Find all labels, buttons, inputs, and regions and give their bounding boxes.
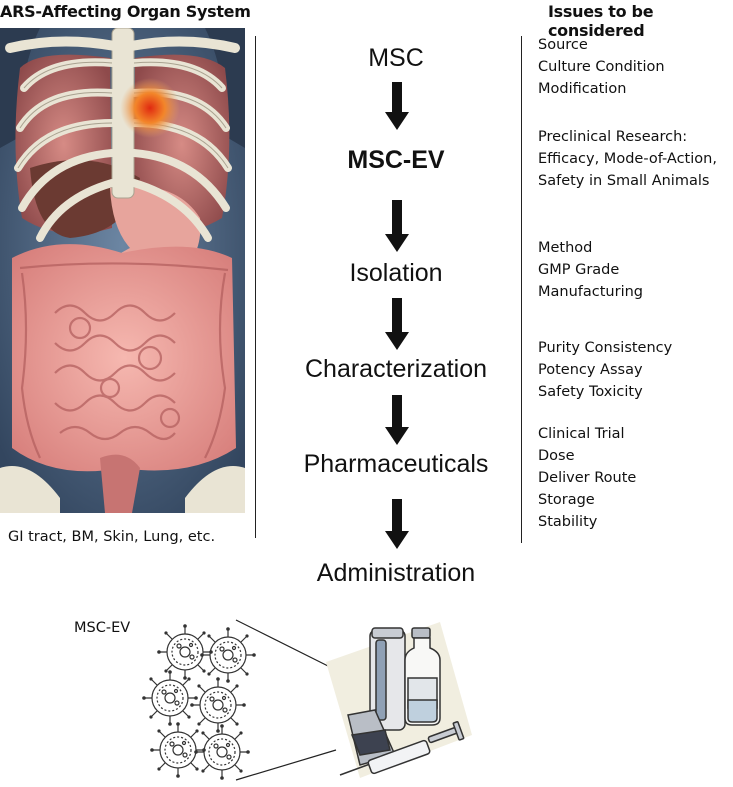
step-pharmaceuticals: Pharmaceuticals xyxy=(303,450,489,478)
flow-arrow xyxy=(385,298,409,350)
step-msc: MSC xyxy=(368,44,424,72)
issue-item: Deliver Route xyxy=(538,470,637,486)
issue-group-characterization: Purity Consistency Potency Assay Safety … xyxy=(538,337,672,403)
flow-arrow xyxy=(385,82,409,130)
organ-caption: GI tract, BM, Skin, Lung, etc. xyxy=(8,529,216,545)
step-administration: Administration xyxy=(316,559,476,587)
issue-item: Safety Toxicity xyxy=(538,384,643,400)
issue-group-isolation: Method GMP Grade Manufacturing xyxy=(538,237,643,303)
step-msc-ev: MSC-EV xyxy=(347,146,445,174)
issue-item: Efficacy, Mode-of-Action, xyxy=(538,151,717,167)
issue-item: Modification xyxy=(538,81,627,97)
issue-item: Stability xyxy=(538,514,598,530)
step-characterization: Characterization xyxy=(304,355,488,383)
issue-item: Clinical Trial xyxy=(538,426,625,442)
left-divider xyxy=(255,36,256,538)
step-isolation: Isolation xyxy=(349,259,443,287)
issue-item: Storage xyxy=(538,492,595,508)
issue-item: Method xyxy=(538,240,593,256)
flow-arrow xyxy=(385,200,409,252)
issue-item: Safety in Small Animals xyxy=(538,173,710,189)
issue-item: Manufacturing xyxy=(538,284,643,300)
issue-item: Dose xyxy=(538,448,575,464)
issue-item: Preclinical Research: xyxy=(538,129,688,145)
issue-item: GMP Grade xyxy=(538,262,620,278)
delivery-illustration xyxy=(141,619,472,781)
issue-item: Purity Consistency xyxy=(538,340,673,356)
organ-system-illustration xyxy=(0,28,245,513)
issue-item: Culture Condition xyxy=(538,59,665,75)
right-divider xyxy=(521,36,522,543)
issue-item: Source xyxy=(538,37,588,53)
issue-group-msc-ev: Preclinical Research: Efficacy, Mode-of-… xyxy=(538,126,717,192)
ev-label: MSC-EV xyxy=(74,620,131,636)
issue-group-pharmaceuticals: Clinical Trial Dose Deliver Route Storag… xyxy=(538,423,636,533)
issue-group-msc: Source Culture Condition Modification xyxy=(538,34,665,100)
flow-arrow xyxy=(385,499,409,549)
issue-item: Potency Assay xyxy=(538,362,643,378)
flow-arrow xyxy=(385,395,409,445)
right-header: Issues to be considered xyxy=(548,2,654,40)
left-header: ARS-Affecting Organ System xyxy=(0,2,251,21)
